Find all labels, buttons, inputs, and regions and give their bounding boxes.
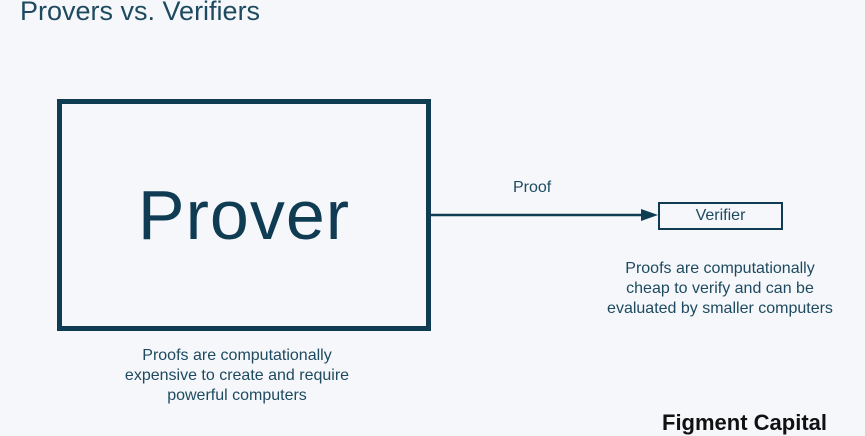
verifier-box: Verifier (658, 202, 783, 230)
prover-box: Prover (57, 99, 431, 331)
verifier-label: Verifier (695, 207, 746, 224)
brand-logo: Figment Capital (662, 410, 828, 435)
arrow-head-icon (641, 209, 658, 221)
page-title: Provers vs. Verifiers (20, 0, 261, 26)
proof-arrow (427, 209, 658, 221)
proof-label: Proof (513, 179, 552, 196)
verifier-description: Proofs are computationally cheap to veri… (607, 260, 833, 317)
prover-label: Prover (137, 176, 351, 254)
prover-description: Proofs are computationally expensive to … (124, 347, 350, 404)
